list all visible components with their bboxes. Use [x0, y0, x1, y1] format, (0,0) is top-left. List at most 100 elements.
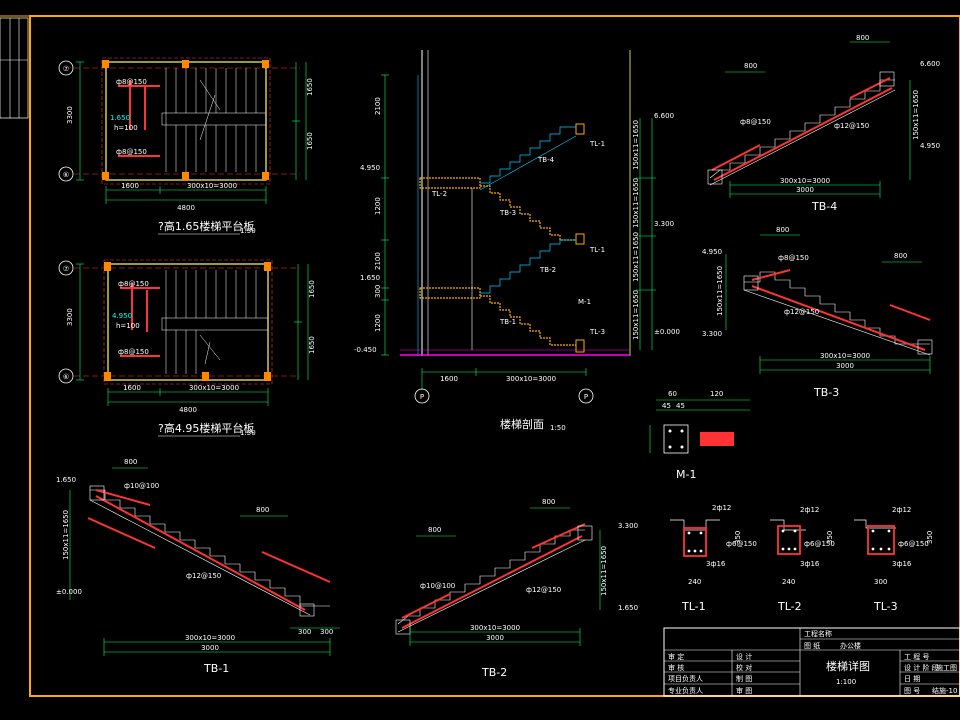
- section-axis-left: P: [420, 393, 424, 401]
- tb4-rebar-a: ф8@150: [740, 118, 771, 126]
- detail-tl1: 2ф12 3ф16 ф6@150 240 350 TL-1: [670, 504, 757, 613]
- tb2-elev-bot: 1.650: [618, 604, 638, 612]
- tb2-title: TB-2: [481, 666, 507, 679]
- tb-row-1: 审 定: [668, 652, 684, 661]
- plan-upper-dim-2: 300x10=3000: [187, 182, 237, 190]
- section-label-tl2: TL-2: [431, 190, 447, 198]
- tb1-dim: 300x10=3000: [185, 634, 235, 642]
- tb1-dim-mid: 800: [256, 506, 269, 514]
- tb2-rebar-a: ф10@100: [420, 582, 455, 590]
- tb-project-label: 工程名称: [804, 629, 832, 638]
- tb1-vert: 150x11=1650: [62, 510, 70, 560]
- tb1-rebar-a: ф10@100: [124, 482, 159, 490]
- tb3-dim-right: 800: [894, 252, 907, 260]
- section-bottom-dim-2: 300x10=3000: [506, 375, 556, 383]
- plan-upper-dim-h2: 1650: [306, 132, 314, 150]
- tb2-rebar-b: ф12@150: [526, 586, 561, 594]
- tb1-dim-top: 800: [124, 458, 137, 466]
- section-left-dim-1: 2100: [374, 97, 382, 115]
- tl1-depth: 350: [734, 531, 742, 544]
- section-title: 楼梯剖面: [500, 417, 544, 431]
- tb-scale: 1:100: [836, 678, 856, 686]
- axis-label-bottom: ⑥: [63, 171, 69, 179]
- plan-lower-rebar-1: ф8@150: [118, 280, 149, 288]
- detail-tb4: 800 800 6.600 4.950 ф8@150 ф12@150 300x1…: [707, 34, 940, 213]
- section-label-tl1-top: TL-1: [589, 140, 605, 148]
- plan-lower-dim-total: 4800: [179, 406, 197, 414]
- tb-row2-2: 校 对: [736, 663, 752, 672]
- tb1-end-2: 300: [320, 628, 333, 636]
- tl3-stirrup: ф6@150: [898, 540, 929, 548]
- plan-lower-dim-2: 300x10=3000: [189, 384, 239, 392]
- plan-lower-dim-h2: 1650: [308, 336, 316, 354]
- axis-label-top: ⑦: [63, 65, 69, 73]
- tb3-elev-bot: 3.300: [702, 330, 722, 338]
- plan-lower-dim-1: 1600: [123, 384, 141, 392]
- tb3-elev-top: 4.950: [702, 248, 722, 256]
- tb-right-label-2: 设 计 阶 段: [904, 663, 939, 672]
- tb3-rebar-a: ф8@150: [778, 254, 809, 262]
- section-label-m1: M-1: [578, 298, 591, 306]
- tb-right-label-1: 工 程 号: [904, 652, 929, 661]
- section-right-dim-3: 150x11=1650: [632, 232, 640, 282]
- tl2-depth: 350: [826, 531, 834, 544]
- section-elev-neg: -0.450: [354, 346, 377, 354]
- section-label-tb2: TB-2: [539, 266, 556, 274]
- section-bottom-dim-1: 1600: [440, 375, 458, 383]
- tb4-dim-top: 800: [856, 34, 869, 42]
- tb-row2-1: 设 计: [736, 652, 752, 661]
- section-left-dim-3: 2100: [374, 252, 382, 270]
- section-elev-6600: 6.600: [654, 112, 674, 120]
- tb-right-value-2: 施工图: [936, 663, 957, 672]
- tl1-bot-bar: 3ф16: [706, 560, 726, 568]
- section-elev-3300: 3.300: [654, 220, 674, 228]
- plan-upper-elev: 1.650: [110, 114, 130, 122]
- section-label-tb4: TB-4: [537, 156, 555, 164]
- section-left-dim-2: 1200: [374, 197, 382, 215]
- plan-upper-title: ?高1.65楼梯平台板: [158, 219, 254, 233]
- section-axis-right: P: [584, 393, 588, 401]
- detail-tb3: 800 800 4.950 3.300 ф8@150 ф12@150 300x1…: [702, 226, 933, 399]
- section-right-dim-1: 150x11=1650: [632, 120, 640, 170]
- tb4-dim-left: 800: [744, 62, 757, 70]
- tb-right-value-4: 结施-10: [932, 686, 957, 695]
- m1-w1: 60: [668, 390, 677, 398]
- tb1-rebar-b: ф12@150: [186, 572, 221, 580]
- section-left-dim-4: 300: [374, 285, 382, 298]
- section-elev-1650: 1.650: [360, 274, 380, 282]
- tb4-elev-bot: 4.950: [920, 142, 940, 150]
- section-label-tl1-mid: TL-1: [589, 246, 605, 254]
- tb2-vert: 150x11=1650: [600, 546, 608, 596]
- detail-tb2: 800 800 3.300 1.650 ф10@100 ф12@150 300x…: [395, 498, 638, 679]
- tb3-dim: 300x10=3000: [820, 352, 870, 360]
- tb-drawing-label: 图 纸: [804, 641, 820, 650]
- section-right-dim-4: 150x11=1650: [632, 290, 640, 340]
- plan-upper-rebar-1: ф8@150: [116, 78, 147, 86]
- tb-row-4: 专业负责人: [668, 686, 703, 695]
- plan-upper-thick: h=100: [114, 124, 138, 132]
- detail-tl3: 2ф12 3ф16 ф6@150 300 350 TL-3: [854, 506, 934, 613]
- tl2-top-bar: 2ф12: [800, 506, 819, 514]
- plan-lower-scale: 1:50: [240, 429, 256, 437]
- tb2-dim-top: 800: [542, 498, 555, 506]
- plan-lower-elev: 4.950: [112, 312, 132, 320]
- plan-upper-dim-1: 1600: [121, 182, 139, 190]
- tb-drawing-name: 楼梯详图: [826, 659, 870, 673]
- tb2-dim: 300x10=3000: [470, 624, 520, 632]
- plan-lower-dim-height: 3300: [66, 308, 74, 326]
- plan-lower: ⑦ ⑥ ф8@150 ф8@150 4.950 h=100: [58, 259, 316, 437]
- plan-upper-dim-h1: 1650: [306, 78, 314, 96]
- plan-upper-dim-total: 4800: [177, 204, 195, 212]
- stair-section: 2100 1200 2100 300 1200 150x11=1650 150x…: [354, 50, 680, 432]
- section-label-tb3: TB-3: [499, 209, 516, 217]
- detail-tb1: 800 800 1.650 ±0.000 ф10@100 ф12@150 300…: [56, 458, 340, 675]
- tb1-elev-top: 1.650: [56, 476, 76, 484]
- tl2-title: TL-2: [777, 600, 802, 613]
- plan-upper: ⑦ ⑥ ф8@150 ф: [58, 57, 314, 235]
- tb3-total: 3000: [836, 362, 854, 370]
- tl3-depth: 350: [926, 531, 934, 544]
- detail-tl2: 2ф12 3ф16 ф6@150 240 350 TL-2: [770, 506, 835, 613]
- tl2-width: 240: [782, 578, 795, 586]
- tb4-rebar-b: ф12@150: [834, 122, 869, 130]
- tb-right-label-4: 图 号: [904, 687, 920, 695]
